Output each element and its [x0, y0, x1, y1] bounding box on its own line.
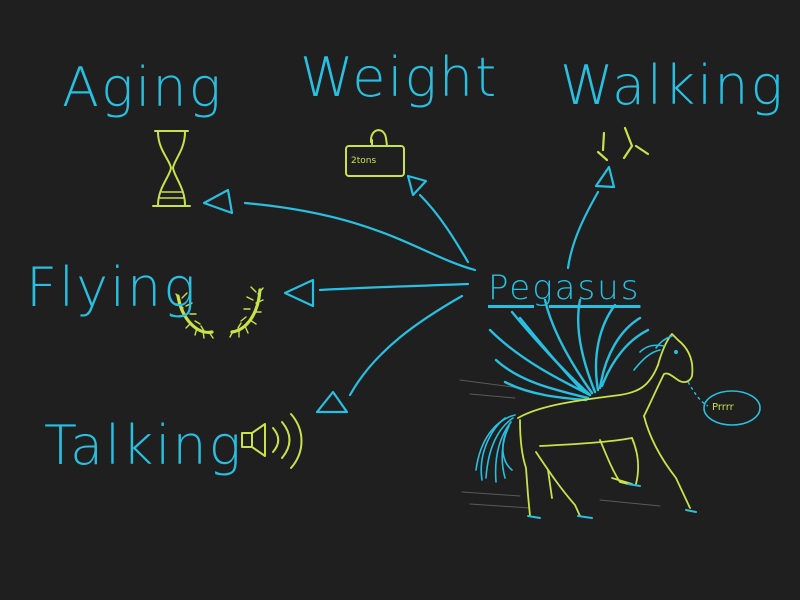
pegasus-body — [517, 333, 694, 517]
weight-tag-label: 2tons — [351, 156, 377, 166]
pegasus-hooves — [527, 483, 697, 519]
hourglass-icon — [152, 130, 191, 207]
concept-flying: Flying — [26, 256, 198, 319]
concept-talking: Talking — [44, 414, 244, 477]
connector-talking — [348, 294, 464, 397]
pegasus-wing — [488, 298, 650, 402]
pegasus-eye — [674, 350, 678, 354]
arrowhead-weight — [406, 174, 428, 197]
connector-walking — [566, 190, 600, 270]
speech-bubble-text: Prrrr — [712, 402, 734, 413]
arrowhead-walking — [594, 165, 616, 189]
connector-flying — [318, 282, 470, 292]
connector-aging — [243, 201, 477, 272]
footprint-icon — [596, 126, 650, 162]
speech-bubble — [703, 390, 761, 426]
center-node-pegasus: Pegasus — [488, 268, 641, 308]
connectors — [243, 190, 600, 397]
motion-lines — [459, 379, 661, 509]
arrowhead-talking — [315, 390, 349, 414]
speech-line — [687, 381, 709, 407]
weight-icon — [345, 129, 405, 177]
concept-weight: Weight — [300, 46, 499, 109]
arrowheads — [202, 165, 616, 414]
pegasus-tail — [475, 414, 516, 483]
pegasus-drawing — [459, 298, 761, 519]
connector-weight — [418, 193, 470, 264]
speaker-icon — [241, 413, 303, 469]
arrowhead-flying — [283, 278, 315, 308]
arrowhead-aging — [202, 188, 234, 215]
eyelashes-icon — [175, 286, 264, 339]
concept-aging: Aging — [62, 56, 223, 119]
pegasus-mane — [633, 335, 673, 371]
concept-walking: Walking — [560, 54, 785, 117]
